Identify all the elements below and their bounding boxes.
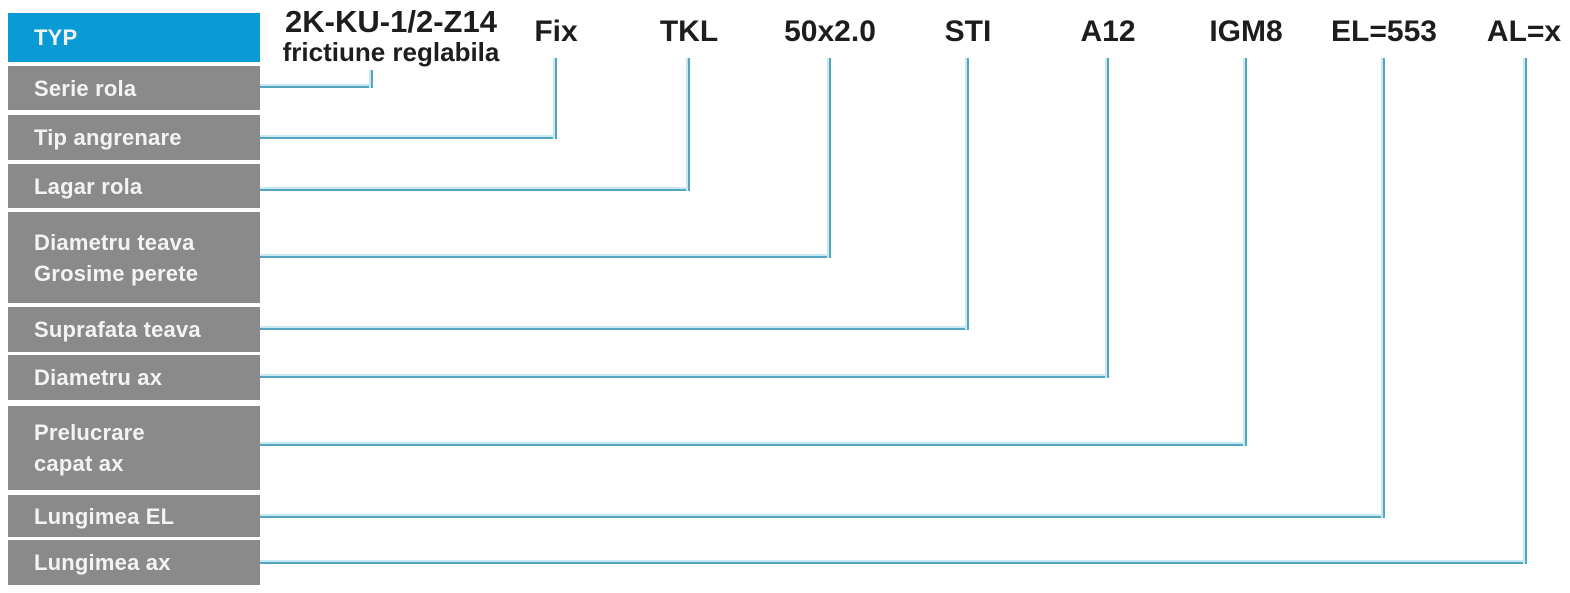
typ-header-box: TYP <box>8 13 260 62</box>
connector-diametru-ax-v <box>1107 58 1109 378</box>
label-diametru-teava: Diametru teava Grosime perete <box>34 229 199 286</box>
typ-header-label: TYP <box>34 25 78 50</box>
connector-prelucrare-capat-ax-h <box>260 444 1247 446</box>
label-diametru-ax: Diametru ax <box>34 365 163 390</box>
code-serie-rola-sub: frictiune reglabila <box>282 37 500 67</box>
label-lungimea-el: Lungimea EL <box>34 503 175 529</box>
label-box-diametru-teava: Diametru teava Grosime perete <box>8 212 260 303</box>
code-tip-angrenare: Fix <box>534 15 578 48</box>
connector-diametru-ax-h <box>260 376 1109 378</box>
label-box-diametru-ax: Diametru ax <box>8 355 260 400</box>
code-lagar-rola: TKL <box>659 15 719 48</box>
label-box-tip-angrenare: Tip angrenare <box>8 115 260 160</box>
label-serie-rola: Serie rola <box>34 75 137 101</box>
connector-suprafata-teava-v <box>967 58 969 330</box>
label-box-lungimea-ax: Lungimea ax <box>8 540 260 585</box>
connector-tip-angrenare-h <box>260 137 557 139</box>
connector-prelucrare-capat-ax-v <box>1245 58 1247 446</box>
label-suprafata-teava: Suprafata teava <box>34 317 201 342</box>
code-suprafata-teava: STI <box>944 15 992 48</box>
label-box-serie-rola: Serie rola <box>8 66 260 110</box>
code-lungimea-ax: AL=x <box>1486 15 1562 48</box>
code-prelucrare-capat-ax: IGM8 <box>1209 15 1283 48</box>
code-serie-rola-main: 2K-KU-1/2-Z14 <box>285 4 497 39</box>
connector-lungimea-el-v <box>1383 58 1385 518</box>
label-box-lungimea-el: Lungimea EL <box>8 495 260 537</box>
connector-suprafata-teava-h <box>260 328 969 330</box>
label-lungimea-ax: Lungimea ax <box>34 550 171 575</box>
connector-lungimea-el-h <box>260 516 1385 518</box>
connector-tip-angrenare-v <box>555 58 557 139</box>
code-diametru-ax: A12 <box>1080 15 1136 48</box>
label-prelucrare-capat-ax: Prelucrare capat ax <box>34 420 145 476</box>
label-box-prelucrare-capat-ax: Prelucrare capat ax <box>8 406 260 490</box>
label-lagar-rola: Lagar rola <box>34 173 143 199</box>
code-diametru-teava: 50x2.0 <box>784 15 876 48</box>
connector-lungimea-ax-v <box>1525 58 1527 564</box>
connector-lungimea-ax-h <box>260 562 1527 564</box>
connector-diametru-teava-v <box>829 58 831 258</box>
connector-serie-rola-h <box>260 86 373 88</box>
connector-lagar-rola-v <box>688 58 690 191</box>
label-box-suprafata-teava: Suprafata teava <box>8 307 260 352</box>
label-tip-angrenare: Tip angrenare <box>34 125 182 150</box>
connector-lagar-rola-h <box>260 189 690 191</box>
code-serie-rola: 2K-KU-1/2-Z14 frictiune reglabila <box>283 5 500 66</box>
connector-diametru-teava-h <box>260 256 831 258</box>
label-box-lagar-rola: Lagar rola <box>8 164 260 208</box>
connector-serie-rola-tick <box>371 70 373 88</box>
code-lungimea-el: EL=553 <box>1331 15 1437 48</box>
